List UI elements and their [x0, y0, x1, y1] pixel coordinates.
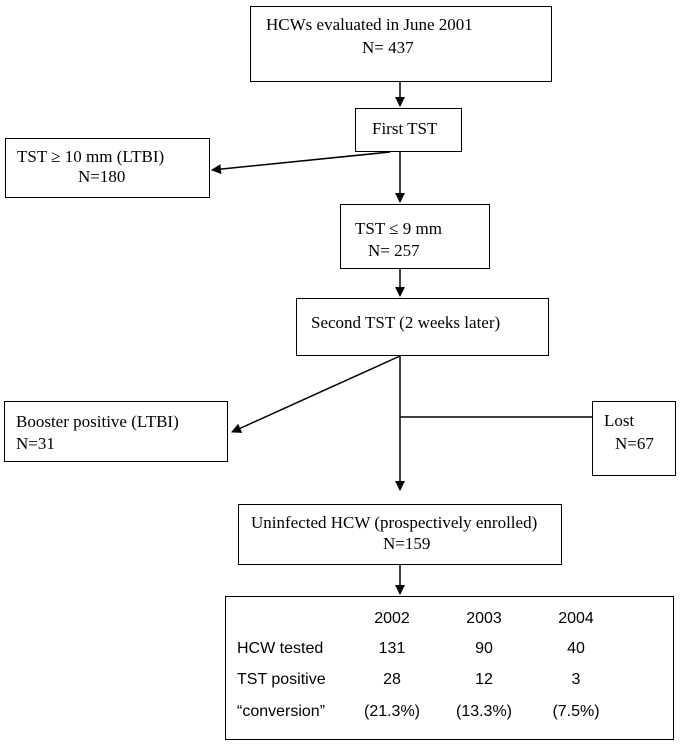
row-label-hcw-tested: HCW tested: [237, 640, 324, 657]
second-tst-label: Second TST (2 weeks later): [311, 313, 501, 332]
evaluated-title: HCWs evaluated in June 2001: [266, 15, 473, 34]
lost-title: Lost: [604, 411, 635, 430]
row-label-tst-positive: TST positive: [237, 671, 326, 688]
cell-hcw-tested-2002: 131: [378, 640, 406, 657]
tst-le9-title: TST ≤ 9 mm: [355, 219, 442, 238]
cell-conversion-2003: (13.3%): [455, 703, 513, 720]
uninfected-box: [238, 504, 562, 565]
year-header-2003: 2003: [466, 610, 502, 627]
cell-tst-positive-2003: 12: [475, 671, 493, 688]
cell-conversion-2004: (7.5%): [552, 703, 600, 720]
cell-hcw-tested-2003: 90: [475, 640, 493, 657]
tst-le9-count: N= 257: [368, 241, 420, 260]
row-label-conversion: “conversion”: [237, 703, 326, 720]
evaluated-count: N= 437: [362, 38, 414, 57]
booster-count: N=31: [16, 434, 55, 453]
first-tst-box: [355, 108, 462, 152]
second-tst-box: [296, 298, 549, 356]
cell-tst-positive-2004: 3: [571, 671, 581, 688]
lost-count: N=67: [615, 434, 654, 453]
tst-le9-box: [340, 204, 490, 269]
arrow-first-tst-to-ltbi: [211, 151, 391, 175]
arrow-second-tst-to-booster: [231, 355, 401, 433]
lost-box: [592, 401, 676, 476]
ltbi-first-box: [5, 138, 210, 198]
first-tst-label: First TST: [372, 119, 438, 138]
ltbi-first-title: TST ≥ 10 mm (LTBI): [17, 147, 165, 166]
year-header-2004: 2004: [558, 610, 594, 627]
cell-tst-positive-2002: 28: [383, 671, 401, 688]
cell-hcw-tested-2004: 40: [567, 640, 585, 657]
uninfected-count: N=159: [383, 534, 431, 553]
evaluated-box: [250, 6, 552, 82]
year-header-2002: 2002: [374, 610, 410, 627]
booster-box: [4, 401, 228, 462]
followup-table: [225, 596, 674, 740]
booster-title: Booster positive (LTBI): [16, 412, 179, 431]
cell-conversion-2002: (21.3%): [363, 703, 421, 720]
uninfected-title: Uninfected HCW (prospectively enrolled): [251, 513, 538, 532]
ltbi-first-count: N=180: [78, 167, 126, 186]
